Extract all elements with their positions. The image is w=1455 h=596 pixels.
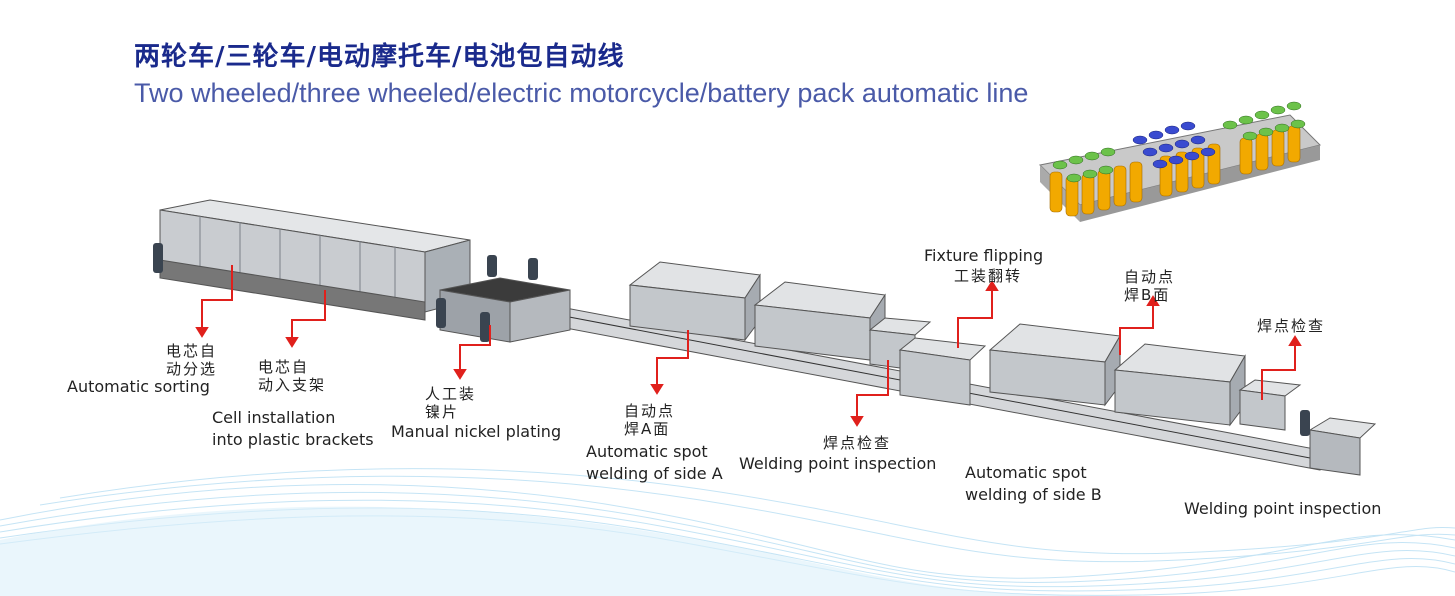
station-1-cn-line1: 电芯自 bbox=[166, 342, 218, 360]
station-7-en-line2: welding of side B bbox=[965, 485, 1102, 504]
station-4-en-line2: welding of side A bbox=[586, 464, 723, 483]
sorting-machine bbox=[159, 199, 471, 321]
station-1-cn-line2: 动分选 bbox=[166, 360, 218, 378]
station-3-cn-line1: 人工装 bbox=[425, 385, 477, 403]
station-7-en-line1: Automatic spot bbox=[965, 463, 1087, 482]
station-4-en-line1: Automatic spot bbox=[586, 442, 708, 461]
station-6-en: Fixture flipping bbox=[924, 246, 1044, 265]
station-8-en: Welding point inspection bbox=[1184, 499, 1382, 518]
operator-figures bbox=[153, 243, 1310, 436]
station-4-cn-line2: 焊A面 bbox=[624, 420, 671, 438]
station-2-en-line2: into plastic brackets bbox=[212, 430, 374, 449]
title-chinese: 两轮车/三轮车/电动摩托车/电池包自动线 bbox=[134, 42, 625, 72]
station-arrows bbox=[195, 265, 1302, 427]
station-4-cn-line1: 自动点 bbox=[624, 402, 676, 420]
welding-enclosures bbox=[628, 261, 1377, 476]
station-1-en: Automatic sorting bbox=[67, 377, 210, 396]
station-5-en: Welding point inspection bbox=[739, 454, 937, 473]
station-2-cn-line2: 动入支架 bbox=[258, 376, 327, 394]
station-5-cn: 焊点检查 bbox=[823, 434, 892, 452]
station-8-cn: 焊点检查 bbox=[1257, 317, 1326, 335]
wave-fill bbox=[0, 506, 1100, 596]
station-7-cn-line1: 自动点 bbox=[1124, 268, 1176, 286]
station-7-cn-line2: 焊B面 bbox=[1124, 286, 1171, 304]
station-3-cn-line2: 镍片 bbox=[425, 403, 460, 421]
station-3-en: Manual nickel plating bbox=[391, 422, 562, 441]
station-6-cn: 工装翻转 bbox=[954, 267, 1023, 285]
station-2-cn-line1: 电芯自 bbox=[258, 358, 310, 376]
battery-pack-icon bbox=[1038, 101, 1321, 222]
nickel-plating-station bbox=[439, 277, 571, 343]
title-english: Two wheeled/three wheeled/electric motor… bbox=[134, 78, 1029, 108]
station-2-en-line1: Cell installation bbox=[212, 408, 336, 427]
